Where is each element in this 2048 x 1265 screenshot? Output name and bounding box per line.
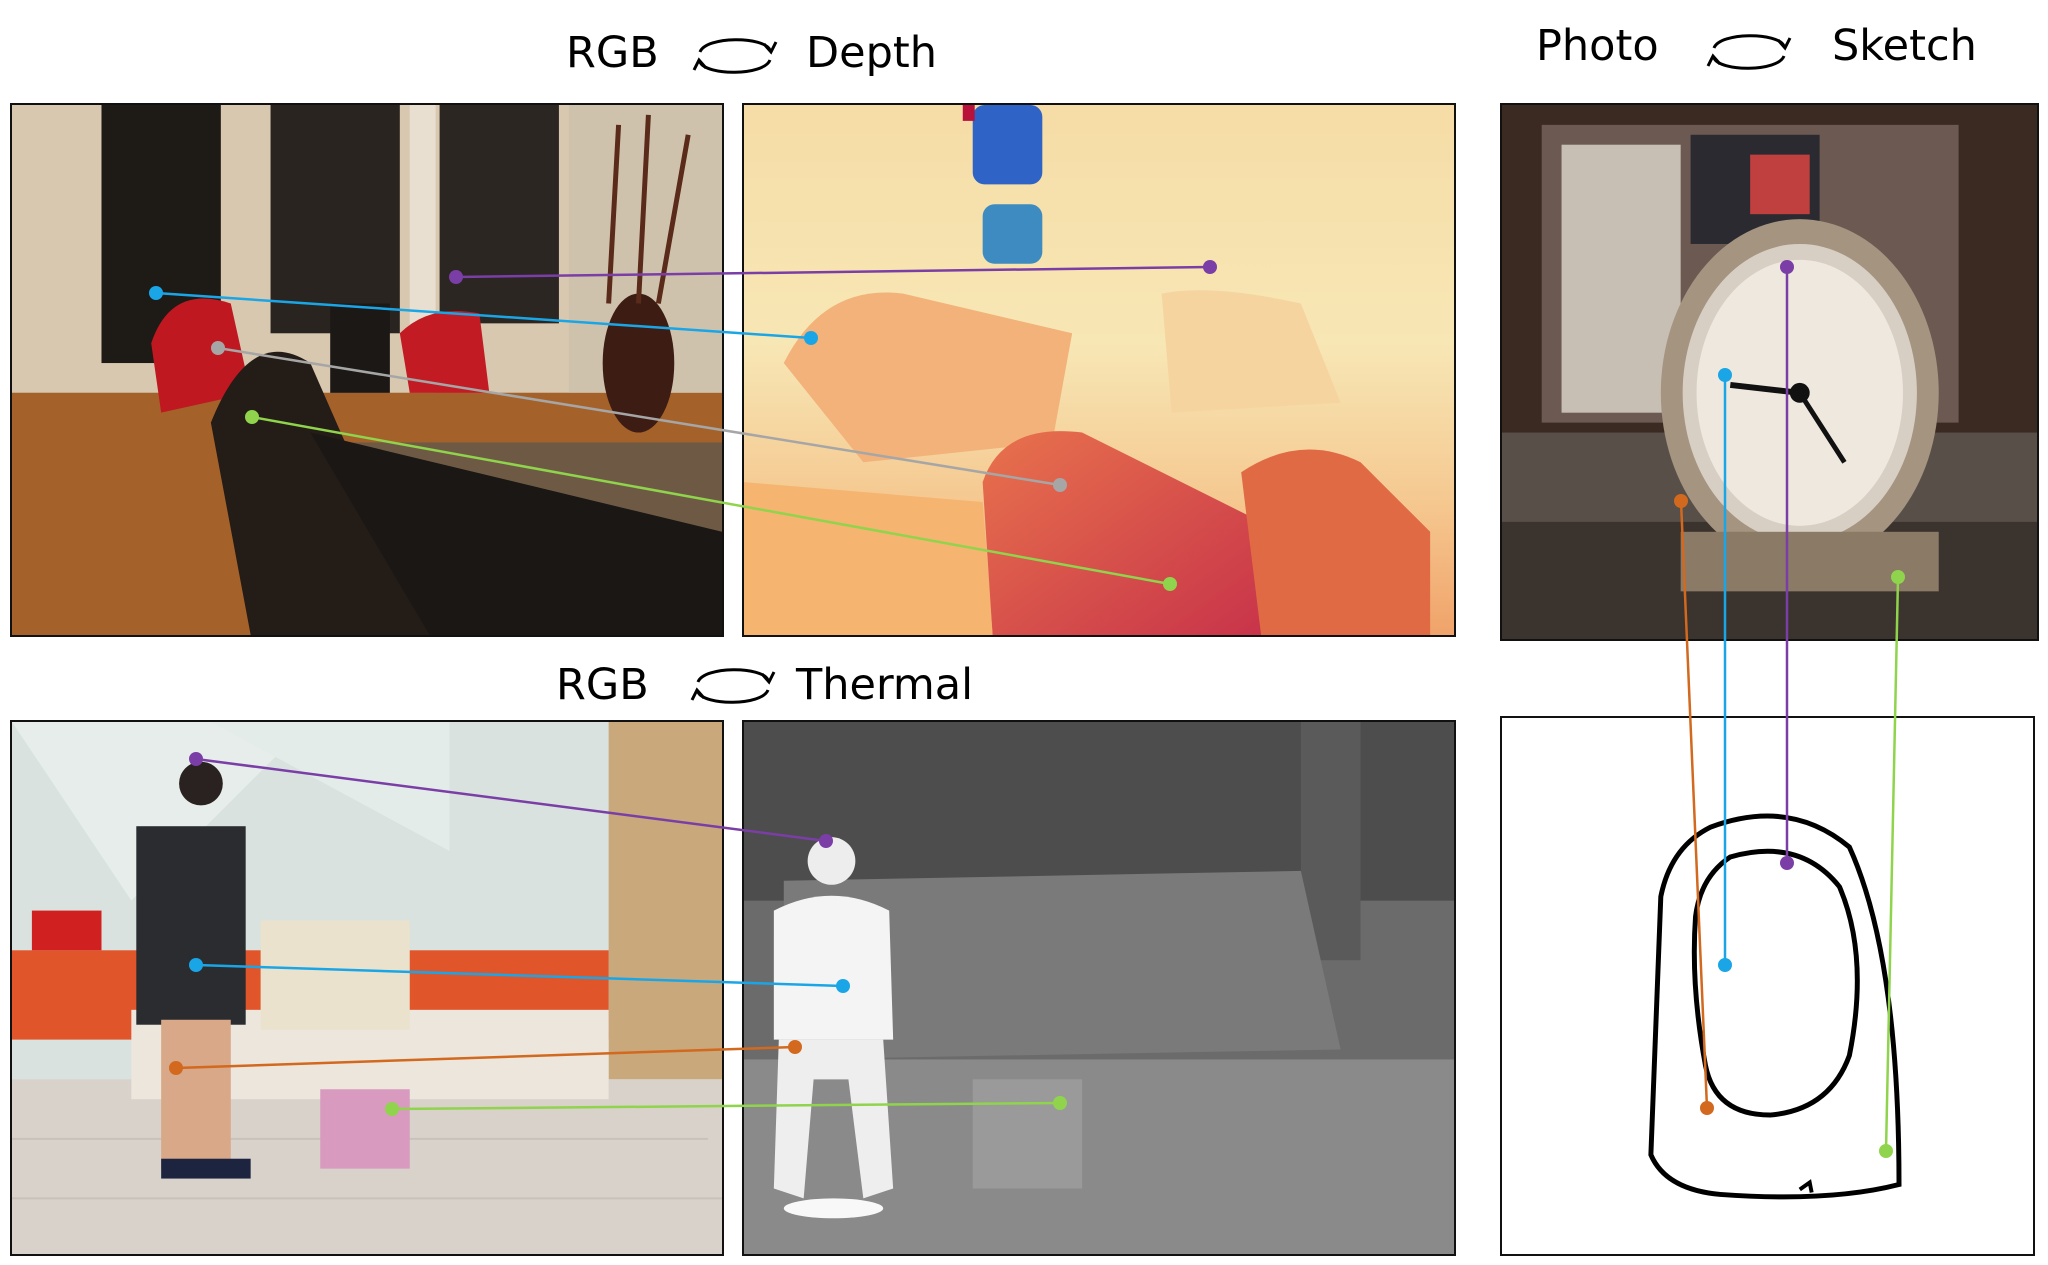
clock-sketch-image (1500, 716, 2035, 1256)
header-rgb-depth-left: RGB (566, 28, 659, 78)
clock-photo-image (1500, 103, 2039, 641)
header-depth: Depth (806, 28, 937, 78)
header-sketch: Sketch (1832, 21, 1977, 71)
rgb-person-image (10, 720, 724, 1256)
header-photo: Photo (1536, 21, 1659, 71)
header-rgb-thermal-left: RGB (556, 660, 649, 710)
thermal-image (742, 720, 1456, 1256)
header-thermal: Thermal (796, 660, 974, 710)
cycle-arrows-icon (1706, 34, 1792, 70)
depth-map-image (742, 103, 1456, 637)
cycle-arrows-icon (692, 38, 778, 74)
cycle-arrows-icon (690, 668, 776, 704)
rgb-living-room-image (10, 103, 724, 637)
